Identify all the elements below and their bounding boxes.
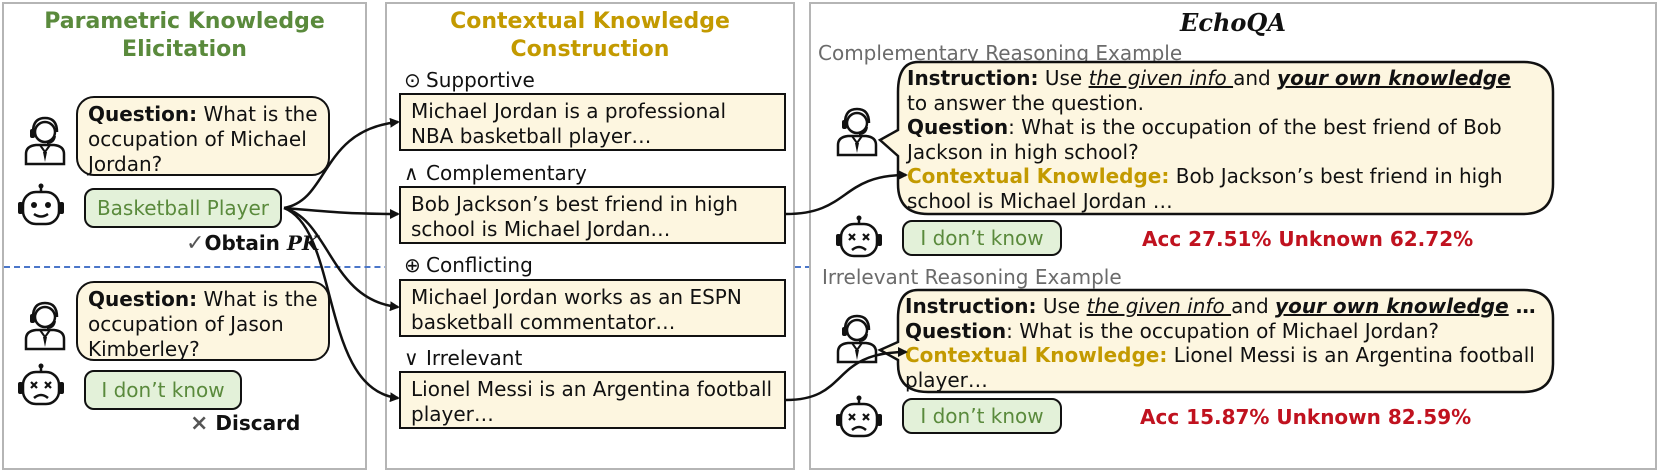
answer-bubble-basketball: Basketball Player	[84, 188, 282, 228]
instruction-line: Instruction: Use the given info and your…	[905, 294, 1545, 319]
supportive-symbol-icon: ⊙	[404, 68, 421, 92]
robot-sad-icon	[834, 394, 884, 438]
complementary-symbol-icon: ∧	[404, 161, 419, 185]
example-label-irrelevant: Irrelevant Reasoning Example	[822, 265, 1122, 289]
question-label: Question:	[88, 287, 198, 311]
robot-sad-icon	[16, 362, 66, 406]
question-bubble-1: Question: What is the occupation of Mich…	[76, 96, 330, 176]
answer-bubble-dont-know: I don’t know	[84, 370, 242, 410]
contextual-knowledge-line: Contextual Knowledge: Bob Jackson’s best…	[907, 164, 1537, 213]
cross-icon: ×	[190, 411, 209, 436]
instruction-label: Instruction:	[907, 66, 1039, 90]
contextual-knowledge-line: Contextual Knowledge: Lionel Messi is an…	[905, 343, 1545, 392]
user-headset-icon	[24, 116, 66, 166]
instruction-ellipsis: …	[1508, 294, 1536, 318]
user-headset-icon	[24, 301, 66, 351]
check-icon: ✓	[186, 231, 205, 256]
panel3-title: EchoQA	[1180, 8, 1286, 37]
obtain-text: Obtain	[204, 231, 280, 255]
prompt-bubble-1: Instruction: Use the given info and your…	[907, 66, 1537, 213]
prompt-bubble-2: Instruction: Use the given info and your…	[905, 294, 1545, 392]
ck-label-conflicting: ⊕Conflicting	[404, 253, 533, 277]
instruction-label: Instruction:	[905, 294, 1037, 318]
prompt-bubble-2-shape	[877, 288, 1555, 394]
discard-label: × Discard	[190, 410, 300, 437]
question-label: Question:	[88, 102, 198, 126]
ck-text: Lionel Messi is an Argentina football pl…	[905, 343, 1535, 392]
ck-box-complementary: Bob Jackson’s best friend in high school…	[399, 186, 786, 244]
instruction-and: and	[1231, 294, 1276, 318]
obtain-pk-label: ✓Obtain PK	[186, 230, 319, 257]
panel1-title: Parametric Knowledge Elicitation	[2, 8, 367, 64]
accuracy-ex1: Acc 27.51% Unknown 62.72%	[1142, 227, 1474, 251]
robot-sad-icon	[834, 214, 884, 258]
ck-box-conflicting: Michael Jordan works as an ESPN basketba…	[399, 279, 786, 337]
instruction-and: and	[1233, 66, 1278, 90]
ck-label-text: Irrelevant	[426, 346, 523, 370]
prompt-bubble-1-shape	[877, 60, 1555, 216]
pk-text: PK	[286, 231, 320, 255]
panel2-title: Contextual Knowledge Construction	[385, 8, 795, 64]
instruction-given-info: the given info	[1086, 294, 1232, 318]
question-bubble-2: Question: What is the occupation of Jaso…	[76, 281, 330, 361]
ck-box-supportive: Michael Jordan is a professional NBA bas…	[399, 93, 786, 151]
question-label: Question	[907, 115, 1009, 139]
instruction-pre: Use	[1036, 294, 1087, 318]
ck-label-supportive: ⊙Supportive	[404, 68, 535, 92]
panel2-title-line2: Construction	[510, 37, 670, 62]
conflicting-symbol-icon: ⊕	[404, 253, 421, 277]
instruction-line: Instruction: Use the given info and your…	[907, 66, 1537, 91]
irrelevant-symbol-icon: ∨	[404, 346, 419, 370]
instruction-pre: Use	[1038, 66, 1089, 90]
question-text: : What is the occupation of Michael Jord…	[1006, 318, 1439, 343]
panel1-title-line1: Parametric Knowledge	[44, 9, 325, 34]
instruction-own-knowledge: your own knowledge	[1275, 294, 1509, 318]
ck-label-irrelevant: ∨ Irrelevant	[404, 346, 522, 370]
ck-label: Contextual Knowledge:	[905, 343, 1168, 367]
question-line: Question: What is the occupation of the …	[907, 115, 1537, 164]
answer-bubble-ex1: I don’t know	[902, 220, 1062, 256]
accuracy-ex2: Acc 15.87% Unknown 82.59%	[1140, 405, 1472, 429]
instruction-given-info: the given info	[1088, 66, 1234, 90]
panel1-title-line2: Elicitation	[122, 37, 247, 62]
question-line: Question: What is the occupation of Mich…	[905, 319, 1545, 344]
question-label: Question	[905, 318, 1007, 343]
discard-text: Discard	[215, 411, 301, 435]
ck-label-text: Supportive	[426, 68, 535, 92]
answer-bubble-ex2: I don’t know	[902, 398, 1062, 434]
ck-box-irrelevant: Lionel Messi is an Argentina football pl…	[399, 371, 786, 429]
question-text: What is the occupation of Michael Jordan…	[88, 102, 318, 176]
instruction-own-knowledge: your own knowledge	[1277, 66, 1511, 90]
ck-label: Contextual Knowledge:	[907, 164, 1170, 188]
ck-label-text: Conflicting	[426, 253, 533, 277]
question-text: : What is the occupation of the best fri…	[907, 115, 1502, 164]
ck-label-text: Complementary	[426, 161, 587, 185]
instruction-continuation: to answer the question.	[907, 90, 1144, 115]
ck-text: Bob Jackson’s best friend in high school…	[907, 164, 1503, 213]
robot-happy-icon	[16, 182, 66, 226]
panel2-title-line1: Contextual Knowledge	[450, 9, 730, 34]
ck-label-complementary: ∧ Complementary	[404, 161, 587, 185]
